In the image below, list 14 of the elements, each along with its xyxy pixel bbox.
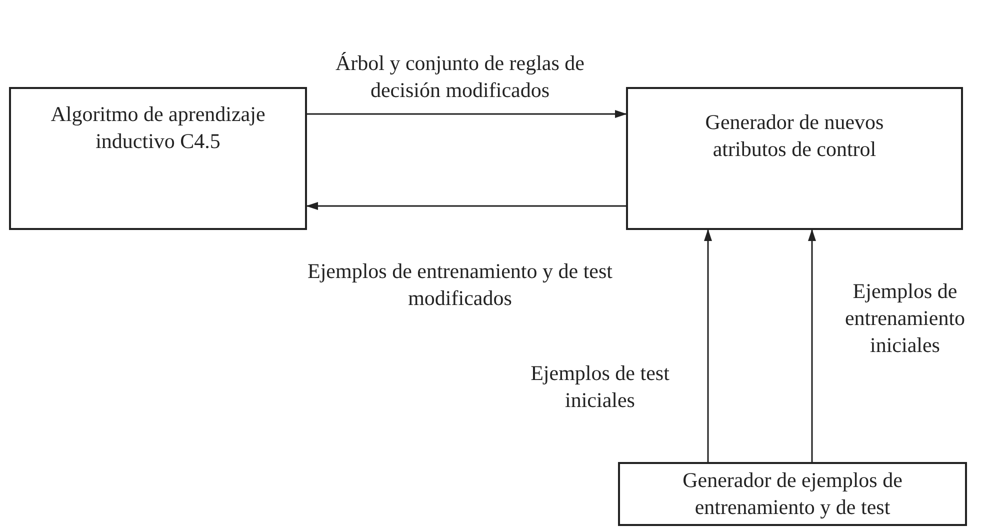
arrow <box>307 110 627 118</box>
edge-label: Ejemplos de entrenamiento y de test modificados <box>306 258 614 312</box>
box-text: Algoritmo de aprendizaje inductivo C4.5 <box>50 101 266 155</box>
arrow <box>704 229 712 462</box>
edge-label: Ejemplos de entrenamiento iniciales <box>844 278 966 359</box>
edge-label: Árbol y conjunto de reglas de decisión modificados <box>335 50 585 104</box>
box-text: Generador de ejemplos de entrenamiento y de test <box>682 467 904 521</box>
arrow <box>306 202 626 210</box>
arrow <box>808 229 816 462</box>
process-box <box>626 87 963 230</box>
box-text: Generador de nuevos atributos de control <box>704 109 885 163</box>
process-box <box>9 87 307 230</box>
edge-label: Ejemplos de test iniciales <box>530 360 670 414</box>
process-box <box>618 462 967 526</box>
